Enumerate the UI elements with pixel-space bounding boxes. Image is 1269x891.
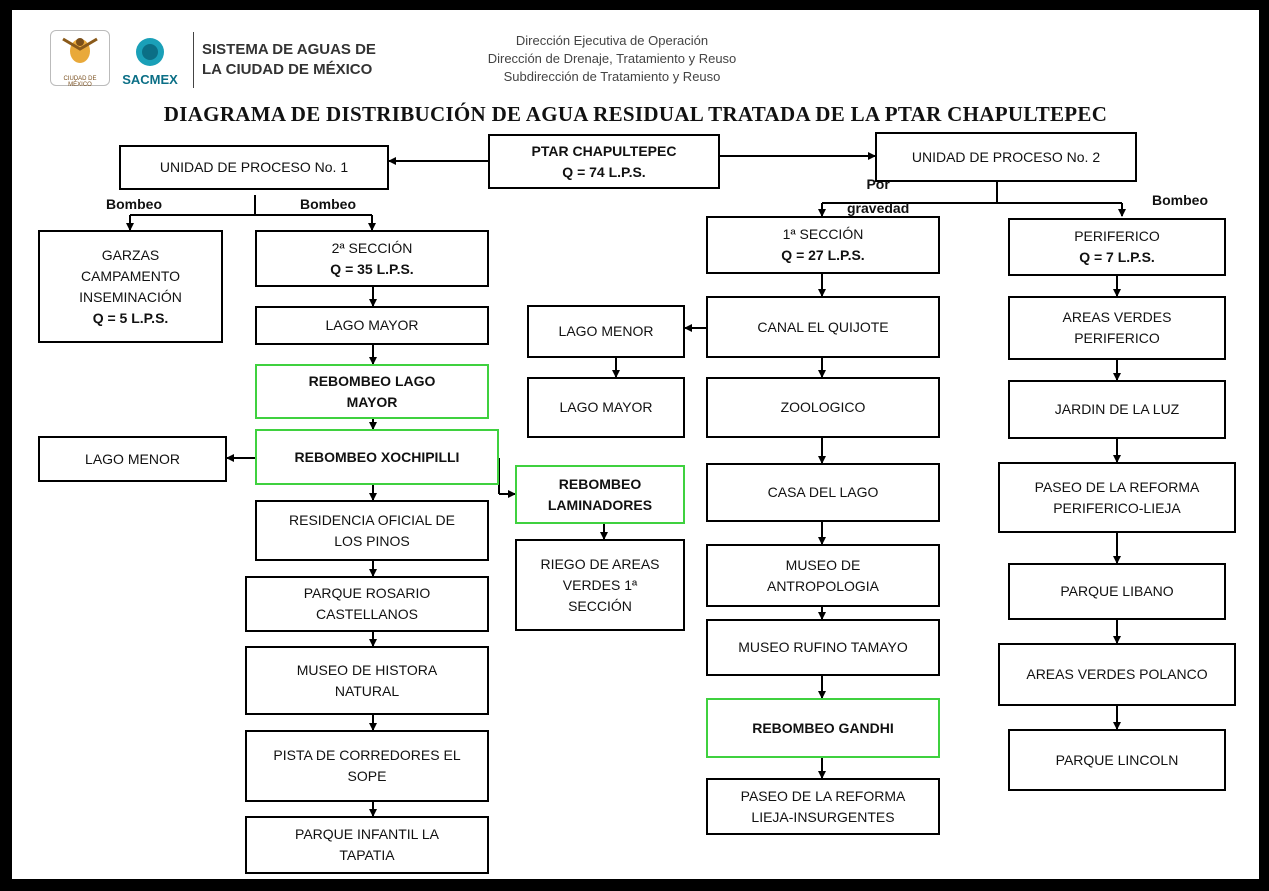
sacmex-logo-text: SACMEX	[122, 72, 178, 87]
casa-del-lago-box: CASA DEL LAGO	[706, 463, 940, 522]
paseo-reforma-lieja-box: PASEO DE LA REFORMA LIEJA-INSURGENTES	[706, 778, 940, 835]
seccion-1-label: 1ª SECCIÓN	[782, 226, 864, 242]
header-divider	[193, 32, 194, 88]
cdmx-logo: CIUDAD DE MÉXICO	[50, 30, 110, 88]
parque-rosario-box: PARQUE ROSARIO CASTELLANOS	[245, 576, 489, 632]
department-lines: Dirección Ejecutiva de Operación Direcci…	[487, 33, 737, 84]
ptar-chapultepec-box: PTAR CHAPULTEPEC Q = 74 L.P.S.	[488, 134, 720, 189]
rebombeo-xochipilli-box: REBOMBEO XOCHIPILLI	[255, 429, 499, 485]
sacmex-logo: SACMEX	[120, 36, 180, 88]
lago-mayor-mid-box: LAGO MAYOR	[527, 377, 685, 438]
seccion-1-box: 1ª SECCIÓN Q = 27 L.P.S.	[706, 216, 940, 274]
seccion-1-flow: Q = 27 L.P.S.	[781, 247, 865, 263]
seccion-2-flow: Q = 35 L.P.S.	[330, 260, 414, 277]
org-name: SISTEMA DE AGUAS DE LA CIUDAD DE MÉXICO	[202, 41, 376, 78]
periferico-label: PERIFERICO	[1074, 228, 1160, 244]
museo-tamayo-box: MUSEO RUFINO TAMAYO	[706, 619, 940, 676]
water-drop-icon	[136, 38, 164, 66]
areas-verdes-periferico-box: AREAS VERDES PERIFERICO	[1008, 296, 1226, 360]
unit1-bombeo-left-label: Bombeo	[106, 196, 162, 212]
seccion-2-box: 2ª SECCIÓN Q = 35 L.P.S.	[255, 230, 489, 287]
cdmx-logo-text: CIUDAD DE MÉXICO	[63, 76, 97, 88]
lago-menor-left-box: LAGO MENOR	[38, 436, 227, 482]
unit2-gravedad-label: Por gravedad	[847, 176, 910, 216]
parque-libano-box: PARQUE LIBANO	[1008, 563, 1226, 620]
connector-arrows	[126, 152, 1126, 817]
museo-historia-box: MUSEO DE HISTORA NATURAL	[245, 646, 489, 715]
diagram-title: DIAGRAMA DE DISTRIBUCIÓN DE AGUA RESIDUA…	[163, 102, 1108, 126]
seccion-2-label: 2ª SECCIÓN	[331, 239, 413, 256]
ptar-flow: Q = 74 L.P.S.	[562, 163, 646, 180]
garzas-box: GARZAS CAMPAMENTO INSEMINACIÓN Q = 5 L.P…	[38, 230, 223, 343]
jardin-de-la-luz-box: JARDIN DE LA LUZ	[1008, 380, 1226, 439]
riego-areas-verdes-box: RIEGO DE AREAS VERDES 1ª SECCIÓN	[515, 539, 685, 631]
lago-mayor-box: LAGO MAYOR	[255, 306, 489, 345]
rebombeo-lago-mayor-box: REBOMBEO LAGO MAYOR	[255, 364, 489, 419]
unit1-bombeo-right-label: Bombeo	[300, 196, 356, 212]
zoologico-box: ZOOLOGICO	[706, 377, 940, 438]
paseo-reforma-periferico-box: PASEO DE LA REFORMA PERIFERICO-LIEJA	[998, 462, 1236, 533]
unit2-bombeo-label: Bombeo	[1152, 192, 1208, 208]
unidad-proceso-1-box: UNIDAD DE PROCESO No. 1	[119, 145, 389, 190]
parque-infantil-box: PARQUE INFANTIL LA TAPATIA	[245, 816, 489, 874]
periferico-flow: Q = 7 L.P.S.	[1079, 249, 1155, 265]
lago-menor-mid-box: LAGO MENOR	[527, 305, 685, 358]
canal-quijote-box: CANAL EL QUIJOTE	[706, 296, 940, 358]
rebombeo-laminadores-box: REBOMBEO LAMINADORES	[515, 465, 685, 524]
garzas-label: GARZAS CAMPAMENTO INSEMINACIÓN	[79, 246, 182, 305]
parque-lincoln-box: PARQUE LINCOLN	[1008, 729, 1226, 791]
pista-corredores-box: PISTA DE CORREDORES EL SOPE	[245, 730, 489, 802]
residencia-los-pinos-box: RESIDENCIA OFICIAL DE LOS PINOS	[255, 500, 489, 561]
ptar-name: PTAR CHAPULTEPEC	[531, 142, 677, 159]
page: CIUDAD DE MÉXICO SACMEX SISTEMA DE AGUAS…	[12, 10, 1259, 879]
museo-antropologia-box: MUSEO DE ANTROPOLOGIA	[706, 544, 940, 607]
garzas-flow: Q = 5 L.P.S.	[92, 309, 169, 326]
unidad-proceso-2-box: UNIDAD DE PROCESO No. 2	[875, 132, 1137, 182]
periferico-box: PERIFERICO Q = 7 L.P.S.	[1008, 218, 1226, 276]
bird-icon	[62, 37, 98, 63]
rebombeo-gandhi-box: REBOMBEO GANDHI	[706, 698, 940, 758]
areas-verdes-polanco-box: AREAS VERDES POLANCO	[998, 643, 1236, 706]
